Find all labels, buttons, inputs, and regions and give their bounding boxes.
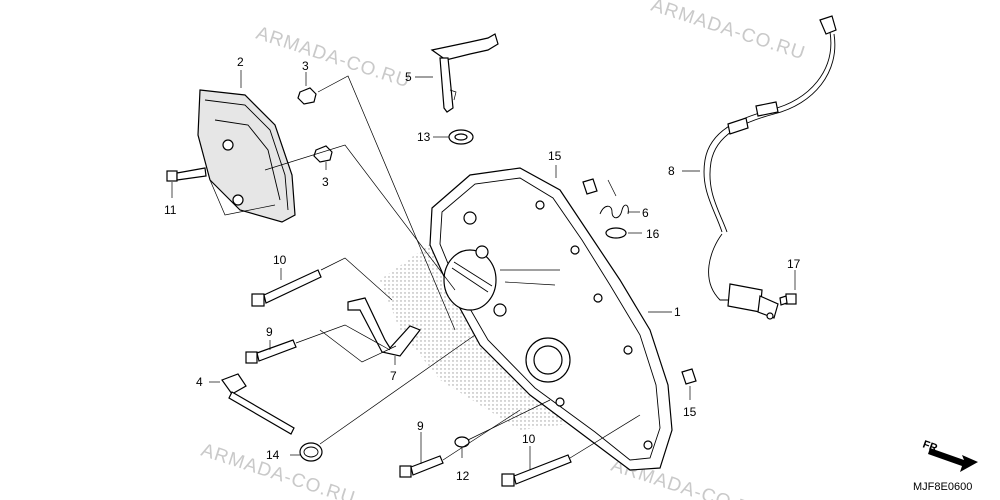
dowel-15-upper [582,178,598,195]
diagram-code: MJF8E0600 [913,481,972,493]
callout-8: 8 [668,164,675,178]
callout-1: 1 [674,305,681,319]
cable-8 [703,15,837,320]
bolt-10-upper [251,269,322,307]
bolt-11 [166,167,207,182]
callout-3-upper: 3 [302,59,309,73]
callout-13: 13 [417,130,431,144]
callout-15-upper: 15 [548,149,562,163]
o-ring-14 [299,442,323,462]
shaft-5 [430,33,499,113]
callout-3-lower: 3 [322,175,329,189]
callout-17: 17 [787,257,801,271]
leader-lines [171,70,796,470]
front-direction-arrow [928,448,978,472]
callout-9-upper: 9 [266,325,273,339]
nut-3-upper [297,87,317,105]
front-label: FR. [921,439,942,456]
bolt-9-lower [399,455,444,478]
callout-9-lower: 9 [417,419,424,433]
callout-15-lower: 15 [683,405,697,419]
callout-2: 2 [237,55,244,69]
watermark-2: ARMADA-CO.RU [648,0,807,64]
crankcase-cover-1 [380,167,673,471]
seal-13 [448,129,474,145]
bolt-17 [779,293,797,306]
dowel-15-lower [681,368,697,385]
washer-16 [605,227,627,239]
callout-5: 5 [405,70,412,84]
bolt-10-lower [501,454,572,487]
callout-10-lower: 10 [522,432,536,446]
callout-11: 11 [164,203,177,217]
callout-10-upper: 10 [273,253,287,267]
cover-piece-2 [197,89,296,223]
washer-12 [454,436,470,448]
dipstick-4 [221,373,295,435]
watermark-1: ARMADA-CO.RU [253,23,412,93]
callout-16: 16 [646,227,660,241]
spring-6 [599,204,629,219]
callout-12: 12 [456,469,470,483]
callout-6: 6 [642,206,649,220]
nut-3-lower [313,145,333,163]
callout-7: 7 [390,369,397,383]
bolt-9-upper [245,339,297,364]
callout-14: 14 [266,448,280,462]
callout-4: 4 [196,375,203,389]
bracket-7 [347,297,421,357]
